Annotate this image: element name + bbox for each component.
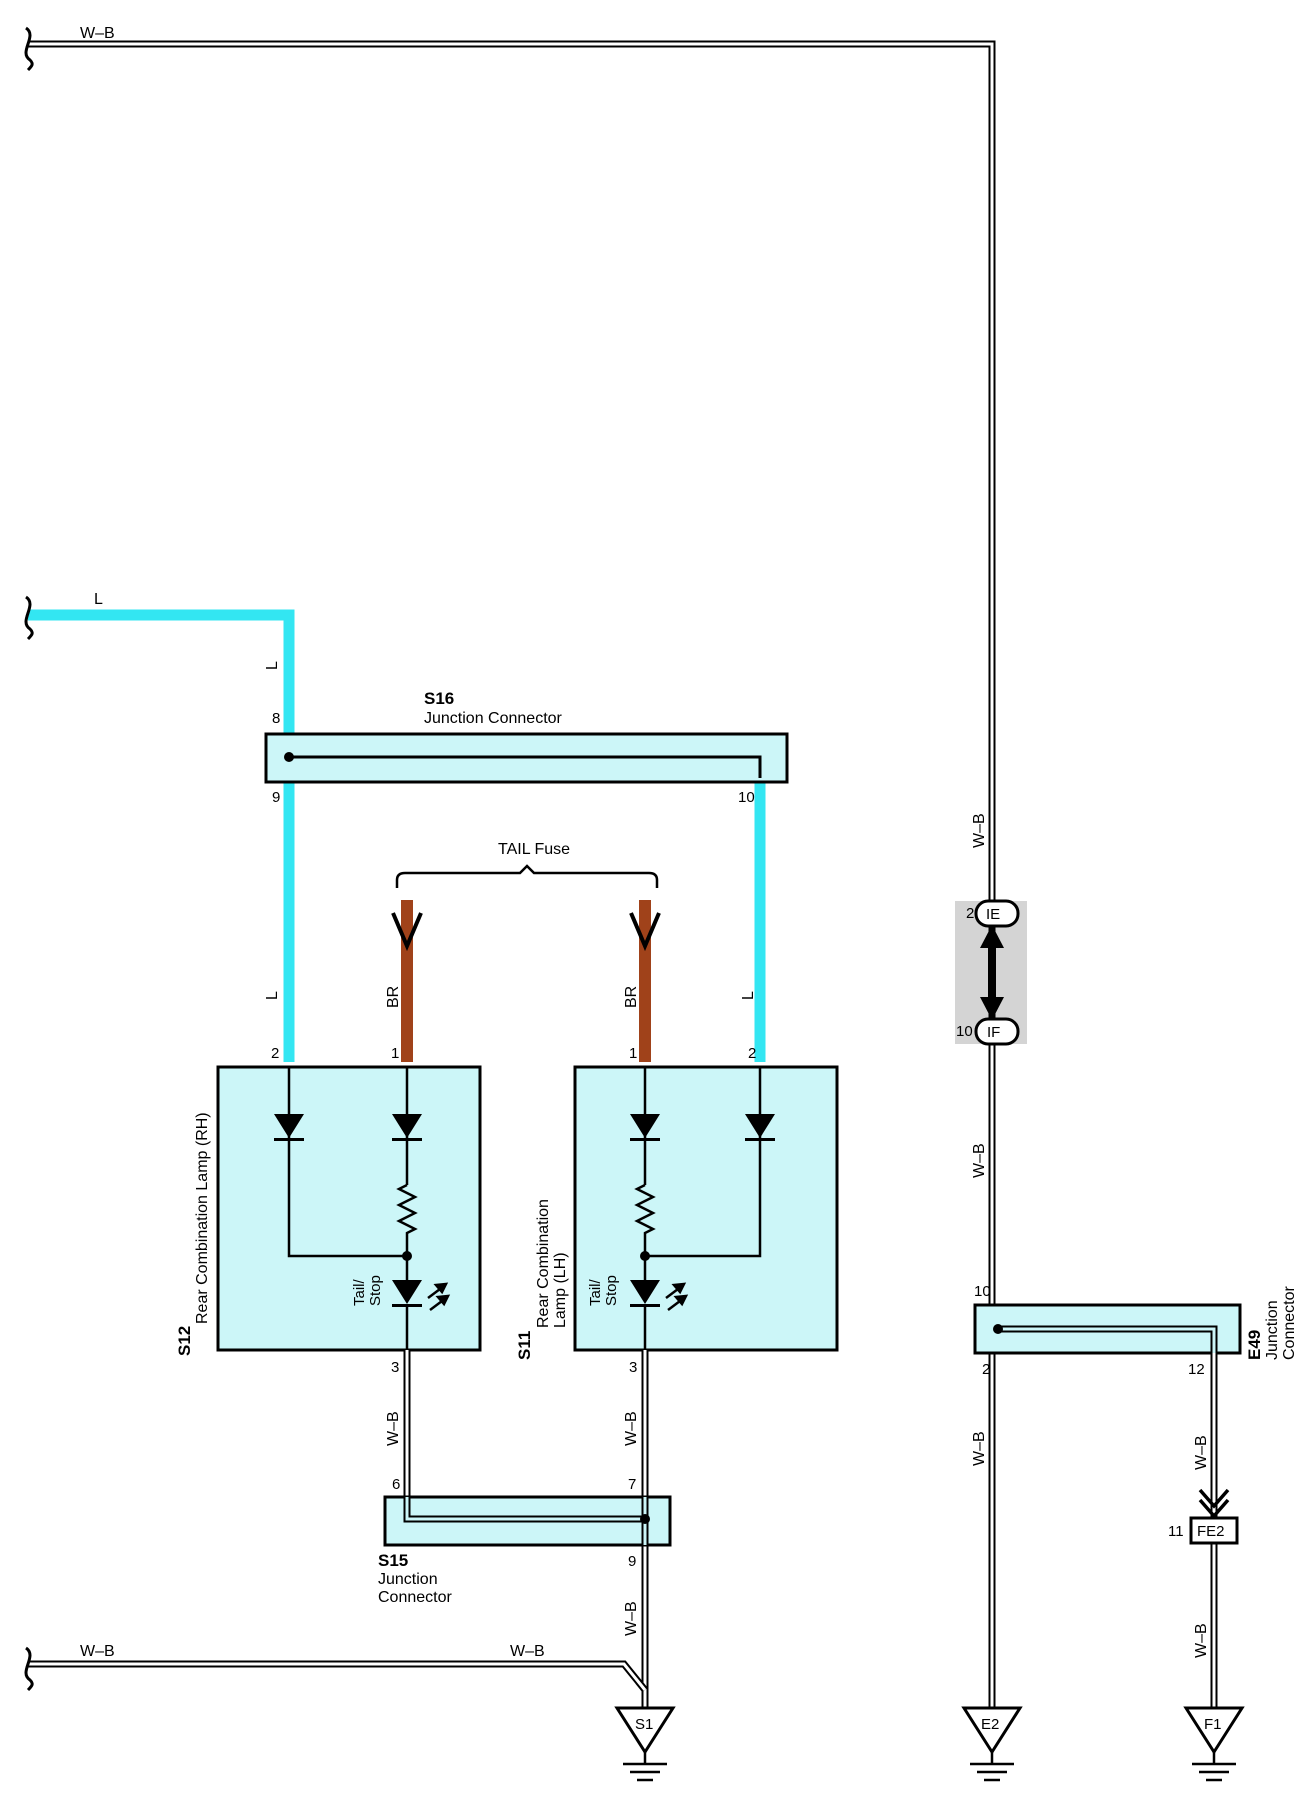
e49-code: E49: [1245, 1330, 1264, 1360]
pin-number: 8: [272, 710, 280, 727]
pin-number: 10: [956, 1023, 973, 1040]
ie-if-double-arrow: [980, 925, 1004, 1020]
fe2-connector-box: [1189, 1516, 1239, 1545]
ground-label: S1: [635, 1716, 653, 1733]
s12-code: S12: [175, 1326, 194, 1356]
bulb-label: Stop: [603, 1275, 620, 1306]
wire-label: W–B: [1193, 1623, 1210, 1658]
tail-fuse-label: TAIL Fuse: [498, 841, 570, 858]
wire-label: L: [740, 991, 757, 1000]
wire-brown-br: [401, 900, 651, 1062]
junction-dot: [640, 1251, 650, 1261]
s11-name: Rear Combination: [535, 1199, 552, 1328]
wire-label: W–B: [971, 1431, 988, 1466]
fuse-arrow-heads: [391, 912, 661, 952]
wire-label: W–B: [80, 25, 115, 42]
pin-number: 2: [271, 1045, 279, 1062]
junction-dot: [640, 1514, 650, 1524]
bulb-label: Tail/: [351, 1278, 368, 1306]
pin-number: 12: [1188, 1361, 1205, 1378]
wire-label: BR: [623, 986, 640, 1008]
wire-break-symbol-bottom: [24, 1646, 34, 1692]
ie-label: IE: [986, 906, 1000, 923]
pin-number: 2: [966, 905, 974, 922]
junction-dot: [402, 1251, 412, 1261]
ground-label: E2: [981, 1716, 999, 1733]
led-emission-icon: [427, 1282, 451, 1311]
led-emission-icon: [665, 1282, 689, 1311]
fe2-label: FE2: [1197, 1523, 1225, 1540]
wire-blue-l: [28, 609, 766, 1062]
e49-name: Connector: [1281, 1286, 1298, 1360]
if-connector-box: [974, 1017, 1020, 1046]
wire-break-symbol-top: [24, 26, 34, 72]
pin-number: 3: [391, 1359, 399, 1376]
bulb-label: Tail/: [587, 1278, 604, 1306]
wire-label: L: [264, 661, 281, 670]
s11-lamp-box: [573, 1065, 839, 1352]
pin-number: 10: [974, 1283, 991, 1300]
s15-code: S15: [378, 1551, 408, 1570]
bulb-label: Stop: [367, 1275, 384, 1306]
wire-label: L: [94, 591, 103, 608]
wire-top-wb: [28, 40, 996, 1710]
pin-number: 7: [628, 1476, 636, 1493]
s11-name: Lamp (LH): [552, 1252, 569, 1328]
s15-name: Junction: [378, 1571, 438, 1588]
s15-name: Connector: [378, 1589, 452, 1606]
if-label: IF: [987, 1024, 1000, 1041]
s12-diodes: [274, 1114, 422, 1307]
s11-code: S11: [515, 1331, 534, 1360]
wire-label: W–B: [385, 1411, 402, 1446]
s12-name: Rear Combination Lamp (RH): [194, 1112, 211, 1324]
junction-dot: [284, 752, 294, 762]
junction-dot: [993, 1324, 1003, 1334]
s11-diodes: [630, 1114, 775, 1307]
s12-lamp-box: [216, 1065, 482, 1352]
pin-number: 6: [392, 1476, 400, 1493]
pin-number: 9: [628, 1553, 636, 1570]
pin-number: 1: [629, 1045, 637, 1062]
wire-label: W–B: [623, 1601, 640, 1636]
wire-label: BR: [385, 986, 402, 1008]
wire-label: W–B: [1193, 1435, 1210, 1470]
s16-code: S16: [424, 689, 454, 708]
ground-e2: E2: [961, 1706, 1023, 1782]
ie-connector-box: [974, 899, 1020, 928]
pin-number: 1: [391, 1045, 399, 1062]
wire-label: W–B: [971, 1143, 988, 1178]
e49-internal-bus: [998, 1325, 1218, 1353]
pin-number: 9: [272, 789, 280, 806]
wire-break-symbol-l: [24, 595, 34, 641]
tail-fuse-brace: [395, 864, 659, 888]
wire-label: W–B: [510, 1643, 545, 1660]
s16-internal-bus: [289, 755, 762, 778]
ground-f1: F1: [1183, 1706, 1245, 1782]
ground-label: F1: [1204, 1716, 1222, 1733]
fe2-arrow-heads: [1198, 1488, 1230, 1519]
ground-s1: S1: [614, 1706, 676, 1782]
wire-label: L: [264, 991, 281, 1000]
wire-label: W–B: [971, 813, 988, 848]
s16-name: Junction Connector: [424, 710, 563, 727]
wire-label: W–B: [623, 1411, 640, 1446]
pin-number: 10: [738, 789, 755, 806]
e49-name: Junction: [1264, 1300, 1281, 1360]
wire-label: W–B: [80, 1643, 115, 1660]
pin-number: 2: [748, 1045, 756, 1062]
pin-number: 2: [982, 1361, 990, 1378]
pin-number: 3: [629, 1359, 637, 1376]
pin-number: 11: [1168, 1523, 1184, 1540]
